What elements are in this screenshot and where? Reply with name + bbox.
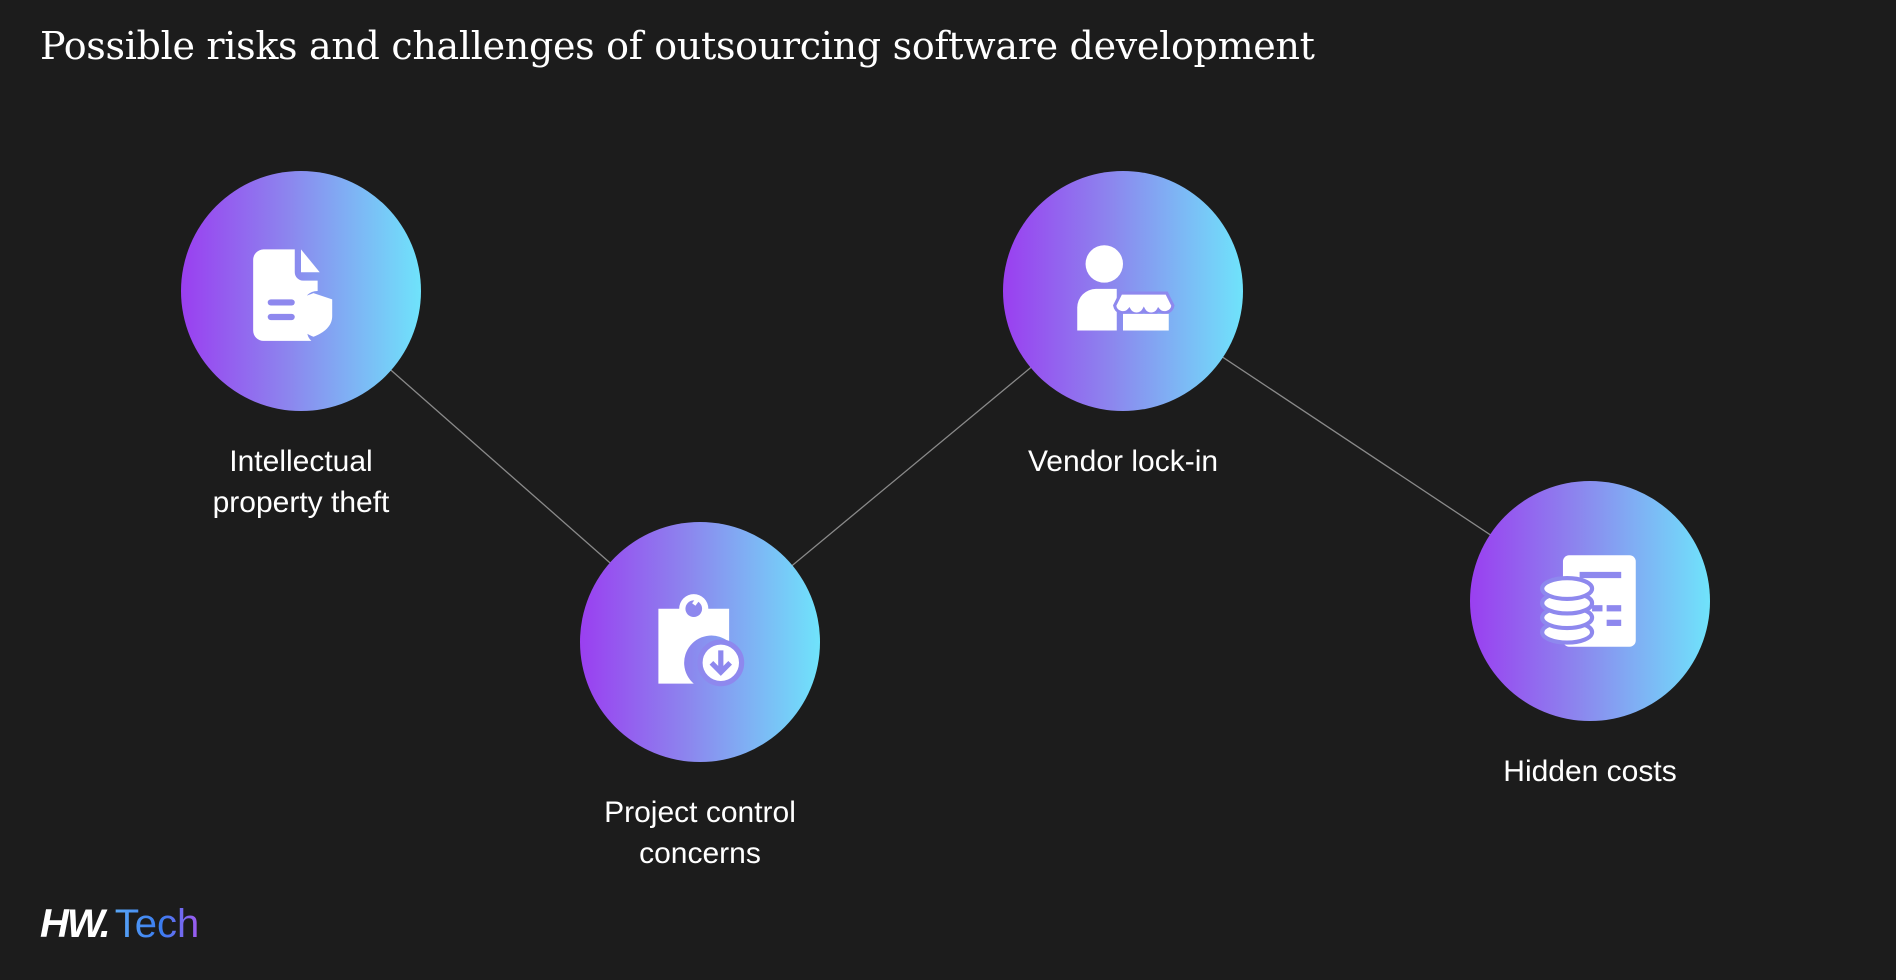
label-hidden-costs: Hidden costs	[1430, 751, 1750, 792]
page-title: Possible risks and challenges of outsour…	[40, 24, 1315, 68]
label-line: Project control	[604, 796, 796, 829]
document-shield-icon	[253, 249, 333, 341]
label-line: concerns	[639, 837, 761, 870]
person-store-icon	[1077, 245, 1175, 331]
logo-light: Tech	[114, 902, 200, 946]
label-project-control: Project control concerns	[540, 792, 860, 874]
logo-bold: HW.	[40, 902, 111, 946]
node-project-control	[580, 522, 820, 762]
label-vendor-lock-in: Vendor lock-in	[963, 441, 1283, 482]
coins-receipt-icon	[1540, 555, 1636, 647]
clipboard-download-icon	[658, 594, 745, 687]
label-line: property theft	[212, 486, 390, 519]
label-line: Vendor lock-in	[1027, 445, 1219, 478]
node-hidden-costs	[1470, 481, 1710, 721]
node-vendor-lock-in	[1003, 171, 1243, 411]
label-line: Intellectual	[229, 445, 373, 478]
label-line: Hidden costs	[1503, 755, 1677, 788]
label-intellectual-property: Intellectual property theft	[141, 441, 461, 523]
node-intellectual-property	[181, 171, 421, 411]
brand-logo: HW. Tech	[40, 902, 199, 947]
